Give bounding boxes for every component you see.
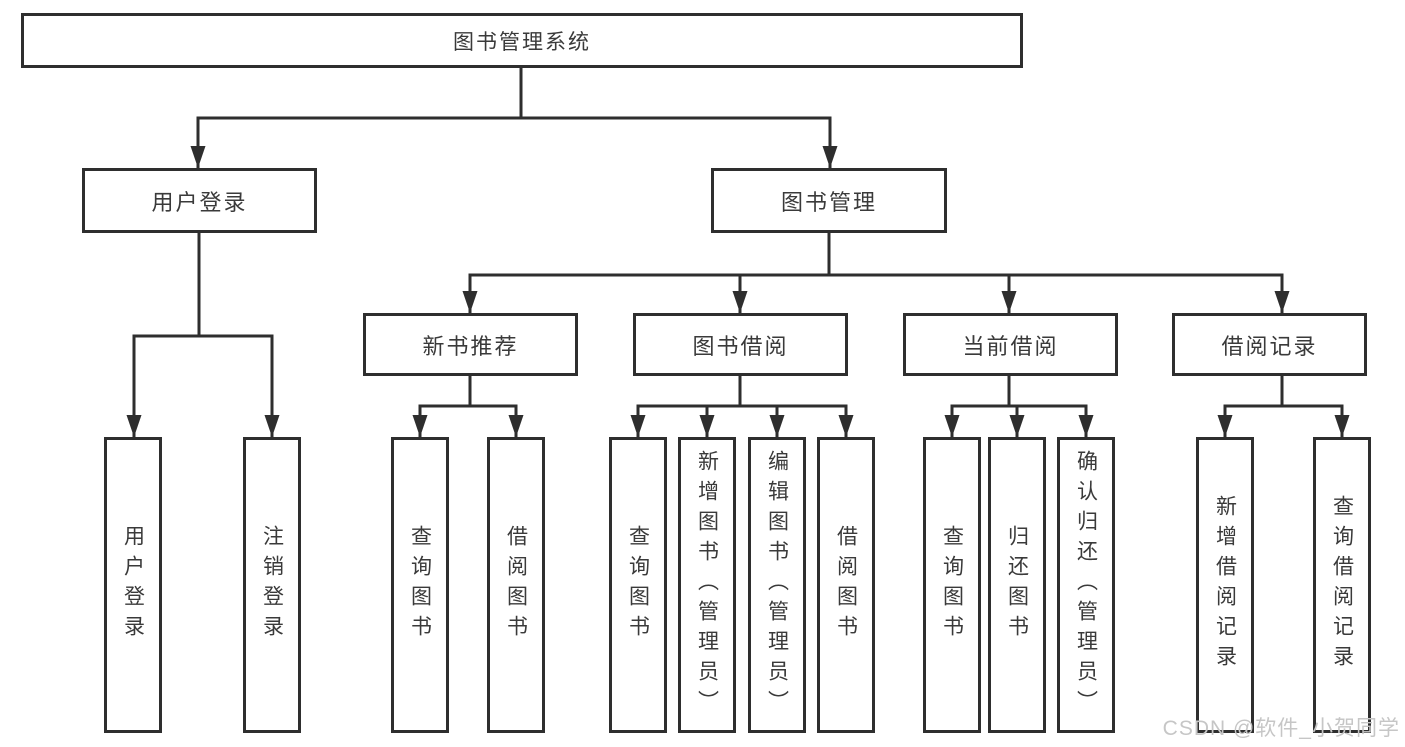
leaf-borrow-query-book: 查询图书 bbox=[609, 437, 667, 733]
leaf-borrow-borrow-book: 借阅图书 bbox=[817, 437, 875, 733]
node-book-management: 图书管理 bbox=[711, 168, 947, 233]
leaf-records-query-record: 查询借阅记录 bbox=[1313, 437, 1371, 733]
leaf-logout-login: 注销登录 bbox=[243, 437, 301, 733]
node-user-login: 用户登录 bbox=[82, 168, 317, 233]
node-borrow-records: 借阅记录 bbox=[1172, 313, 1367, 376]
node-current-borrow: 当前借阅 bbox=[903, 313, 1118, 376]
node-new-book-recommend: 新书推荐 bbox=[363, 313, 578, 376]
arrow-connectors bbox=[126, 118, 1350, 437]
leaf-newbook-borrow-book: 借阅图书 bbox=[487, 437, 545, 733]
leaf-current-return-book: 归还图书 bbox=[988, 437, 1046, 733]
leaf-records-add-record: 新增借阅记录 bbox=[1196, 437, 1254, 733]
leaf-current-query-book: 查询图书 bbox=[923, 437, 981, 733]
leaf-current-confirm-return: 确认归还（管理员） bbox=[1057, 437, 1115, 733]
leaf-user-login: 用户登录 bbox=[104, 437, 162, 733]
node-book-borrow: 图书借阅 bbox=[633, 313, 848, 376]
leaf-borrow-add-book: 新增图书（管理员） bbox=[678, 437, 736, 733]
wire-elbows bbox=[132, 66, 1344, 408]
leaf-newbook-query-book: 查询图书 bbox=[391, 437, 449, 733]
leaf-borrow-edit-book: 编辑图书（管理员） bbox=[748, 437, 806, 733]
watermark: CSDN @软件_小贺同学 bbox=[1162, 717, 1400, 740]
node-root: 图书管理系统 bbox=[21, 13, 1023, 68]
